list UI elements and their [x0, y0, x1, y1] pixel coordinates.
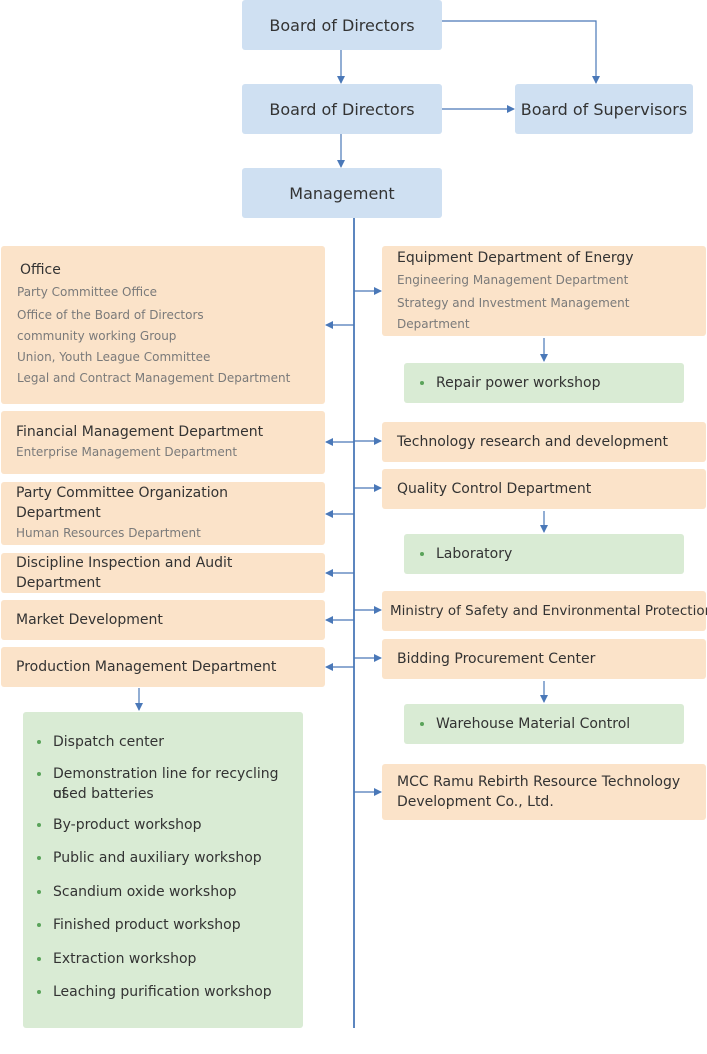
safety-environmental-box: Ministry of Safety and Environmental Pro…: [382, 591, 707, 631]
list-item-continuation: used batteries: [53, 786, 154, 802]
bullet-icon: [37, 890, 41, 894]
list-item: Public and auxiliary workshop: [37, 848, 293, 868]
safety-environmental-label: Ministry of Safety and Environmental Pro…: [390, 603, 707, 619]
list-item: Demonstration line for recycling of: [37, 764, 293, 804]
technology-rd-label: Technology research and development: [397, 434, 669, 450]
strategy-investment-label: Strategy and Investment Management Depar…: [397, 295, 630, 331]
human-resources-label: Human Resources Department: [16, 526, 201, 540]
financial-management-box: Financial Management Department Enterpri…: [1, 411, 325, 474]
management-label: Management: [289, 183, 395, 203]
list-item: Dispatch center: [37, 732, 293, 752]
mcc-ramu-label-line2: Development Co., Ltd.: [397, 794, 554, 810]
bidding-procurement-label: Bidding Procurement Center: [397, 651, 596, 667]
mcc-ramu-label-line1: MCC Ramu Rebirth Resource Technology: [397, 774, 681, 790]
quality-control-label: Quality Control Department: [397, 481, 592, 497]
market-development-label: Market Development: [16, 612, 163, 628]
bullet-icon: [420, 722, 424, 726]
quality-control-box: Quality Control Department: [382, 469, 706, 509]
office-title: Office: [20, 262, 61, 278]
repair-workshop-box: Repair power workshop: [404, 363, 684, 403]
bullet-icon: [37, 957, 41, 961]
laboratory-label: Laboratory: [436, 546, 513, 562]
office-box: Office Party Committee Office Office of …: [1, 246, 325, 404]
bullet-icon: [37, 823, 41, 827]
production-management-label: Production Management Department: [16, 659, 277, 675]
bullet-icon: [37, 856, 41, 860]
bidding-procurement-box: Bidding Procurement Center: [382, 639, 706, 679]
office-item: Party Committee Office: [17, 285, 158, 299]
discipline-inspection-box: Discipline Inspection and Audit Departme…: [1, 553, 325, 593]
equipment-department-title: Equipment Department of Energy: [397, 249, 634, 266]
bullet-icon: [37, 923, 41, 927]
warehouse-control-label: Warehouse Material Control: [436, 716, 631, 732]
board-of-directors-label-2: Board of Directors: [269, 99, 415, 119]
office-item: Union, Youth League Committee: [17, 350, 211, 364]
equipment-department-box: Equipment Department of Energy Engineeri…: [382, 246, 706, 336]
board-of-supervisors-label: Board of Supervisors: [520, 99, 688, 119]
board-of-directors-box-2: Board of Directors: [242, 84, 442, 134]
bullet-icon: [37, 990, 41, 994]
office-item: Office of the Board of Directors: [17, 308, 204, 322]
warehouse-control-box: Warehouse Material Control: [404, 704, 684, 744]
party-organization-title: Party Committee Organization Department: [16, 485, 229, 521]
office-item: community working Group: [17, 329, 177, 343]
list-item: By-product workshop: [37, 815, 293, 835]
laboratory-box: Laboratory: [404, 534, 684, 574]
bullet-icon: [37, 772, 41, 776]
enterprise-management-label: Enterprise Management Department: [16, 445, 238, 459]
production-management-box: Production Management Department: [1, 647, 325, 687]
list-item: Leaching purification workshop: [37, 982, 293, 1002]
bullet-icon: [420, 381, 424, 385]
list-item: Extraction workshop: [37, 949, 293, 969]
list-item: Finished product workshop: [37, 915, 293, 935]
bullet-icon: [420, 552, 424, 556]
party-organization-box: Party Committee Organization Department …: [1, 482, 325, 545]
management-box: Management: [242, 168, 442, 218]
repair-workshop-label: Repair power workshop: [436, 375, 601, 391]
office-item: Legal and Contract Management Department: [17, 371, 291, 385]
financial-management-title: Financial Management Department: [16, 424, 264, 440]
bullet-icon: [37, 740, 41, 744]
engineering-management-label: Engineering Management Department: [397, 272, 629, 287]
market-development-box: Market Development: [1, 600, 325, 640]
board-of-directors-box: Board of Directors: [242, 0, 442, 50]
arrow-board1-to-supervisors: [442, 20, 600, 84]
board-of-supervisors-box: Board of Supervisors: [515, 84, 693, 134]
mcc-ramu-box: MCC Ramu Rebirth Resource Technology Dev…: [382, 764, 706, 820]
board-of-directors-label: Board of Directors: [269, 15, 415, 35]
list-item: Scandium oxide workshop: [37, 882, 293, 902]
production-units-panel: Dispatch center Demonstration line for r…: [23, 712, 303, 1028]
technology-rd-box: Technology research and development: [382, 422, 706, 462]
discipline-inspection-label: Discipline Inspection and Audit Departme…: [16, 555, 233, 591]
